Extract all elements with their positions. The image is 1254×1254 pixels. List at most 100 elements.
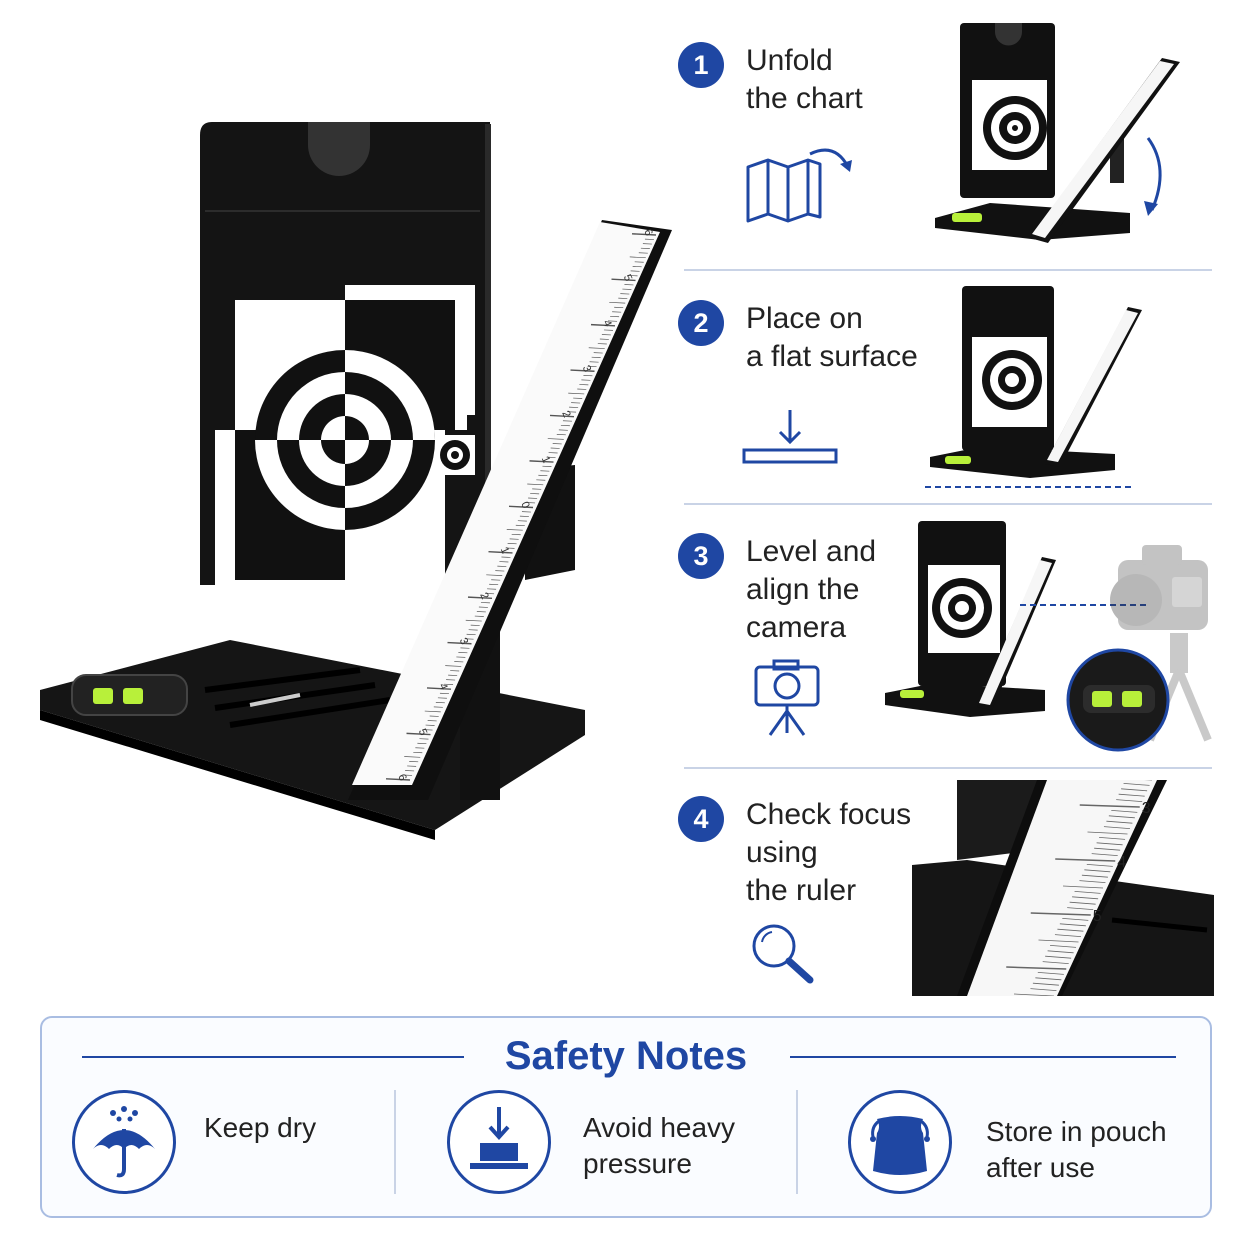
ruler-tick: [1037, 972, 1064, 975]
step-number: 2: [678, 300, 724, 346]
step-divider: [684, 503, 1212, 505]
thumb-level: [945, 456, 971, 464]
ruler-tick: [1030, 912, 1091, 916]
ruler-label: 3: [580, 364, 593, 374]
step-text: Check focus using the ruler: [746, 796, 966, 910]
ruler-tick: [1111, 810, 1138, 813]
ruler-tick: [568, 392, 585, 395]
ruler-tick: [1108, 815, 1135, 819]
ruler-tick: [1087, 831, 1128, 835]
step-number: 1: [678, 42, 724, 88]
step-line: Unfold: [746, 44, 833, 77]
thumb-target: [982, 350, 1042, 410]
base-plate-front: [40, 710, 435, 840]
step-line: the ruler: [746, 874, 857, 907]
safety-label-line: Avoid heavy: [583, 1112, 736, 1143]
safety-label: Store in pouch after use: [986, 1114, 1167, 1186]
thumb-arrow: [1146, 137, 1162, 211]
ruler-label: 6: [641, 227, 654, 237]
step-number: 4: [678, 796, 724, 842]
ruler-tick: [570, 369, 595, 372]
ruler-tick: [1055, 858, 1116, 862]
safety-label: Keep dry: [204, 1110, 316, 1146]
ruler-tick: [1096, 842, 1123, 846]
safety-separator: [394, 1090, 396, 1194]
ruler-tick: [1006, 966, 1067, 970]
step-line: align the: [746, 573, 860, 606]
ruler-label: 6: [395, 772, 408, 782]
ruler-tick: [1094, 847, 1121, 851]
ruler-label: 0: [518, 500, 531, 510]
flat-surface-icon: [742, 410, 838, 464]
ruler-label: 4: [600, 318, 613, 328]
ruler-tick: [1079, 804, 1140, 808]
step-text: Place on a flat surface: [746, 300, 966, 376]
safety-label: Avoid heavy pressure: [583, 1110, 735, 1182]
safety-label-line: pressure: [583, 1148, 692, 1179]
ruler-tick: [1072, 896, 1099, 900]
ruler-tick: [467, 596, 493, 600]
step-2-thumbnail: [925, 286, 1142, 488]
small-target-icon: [435, 435, 475, 475]
ruler-tick: [1032, 982, 1059, 986]
title-rule-left: [82, 1056, 464, 1058]
ruler-label: 5: [416, 727, 429, 737]
ruler-tick: [1030, 988, 1057, 991]
weight-press-icon: [470, 1107, 528, 1169]
step-line: the chart: [746, 82, 863, 115]
ruler-tick: [486, 574, 503, 576]
thumb-ruler-face: [1032, 61, 1174, 238]
ruler-tick: [506, 529, 523, 531]
ruler-tick: [1035, 977, 1062, 981]
ruler-label: 3: [1142, 800, 1151, 817]
safety-notes-panel: Safety Notes Keep dry: [40, 1016, 1212, 1218]
thumb-base: [885, 683, 1045, 717]
ruler-tick: [385, 778, 411, 781]
ruler-tick: [590, 323, 616, 327]
step-3-thumbnail: [885, 521, 1212, 752]
safety-label-line: Store in pouch: [986, 1116, 1167, 1147]
bubble-level-icon: [71, 674, 188, 716]
ruler-face: [352, 222, 660, 785]
safety-title: Safety Notes: [504, 1034, 748, 1078]
ruler-tick: [1074, 891, 1101, 894]
ruler-ticks: [1006, 780, 1152, 996]
ruler-label: 5: [1093, 908, 1102, 925]
zoom-ruler-face: [967, 780, 1157, 996]
safety-icon-circle: [447, 1090, 551, 1194]
zoom-base-slot: [1111, 917, 1208, 933]
safety-icon-circle: [848, 1090, 952, 1194]
safety-icon-circle: [72, 1090, 176, 1194]
ruler-tick: [1079, 880, 1106, 883]
step-divider: [684, 269, 1212, 271]
step-4-thumbnail: 345: [912, 780, 1214, 996]
base-slot-light: [249, 693, 301, 707]
ruler-tick: [609, 301, 626, 304]
thumb-target: [932, 578, 992, 638]
chart-board-side: [485, 124, 491, 584]
ruler-tick: [1081, 874, 1108, 878]
umbrella-rain-icon: [93, 1106, 155, 1178]
safety-label-line: after use: [986, 1152, 1095, 1183]
ruler-tick: [1067, 907, 1094, 910]
thumb-arrowhead: [1144, 201, 1158, 216]
ruler-tick: [547, 438, 564, 440]
board-slot-line: [205, 210, 480, 212]
ruler-tick: [529, 460, 554, 463]
step-line: Level and: [746, 535, 877, 568]
ruler-label: 3: [457, 636, 470, 646]
ruler-tick: [527, 483, 544, 486]
ruler-tick: [1062, 885, 1104, 889]
ruler-label: 2: [477, 591, 490, 601]
ruler-tick: [1050, 945, 1077, 948]
ruler-tick: [629, 256, 646, 259]
step-line: a flat surface: [746, 340, 918, 373]
ruler-tick: [1069, 901, 1096, 905]
ruler-tick: [424, 710, 441, 713]
ruler-tick: [445, 665, 462, 667]
ruler-tick: [549, 414, 575, 418]
ruler-tick: [465, 619, 482, 622]
ruler-tick: [1054, 934, 1081, 937]
